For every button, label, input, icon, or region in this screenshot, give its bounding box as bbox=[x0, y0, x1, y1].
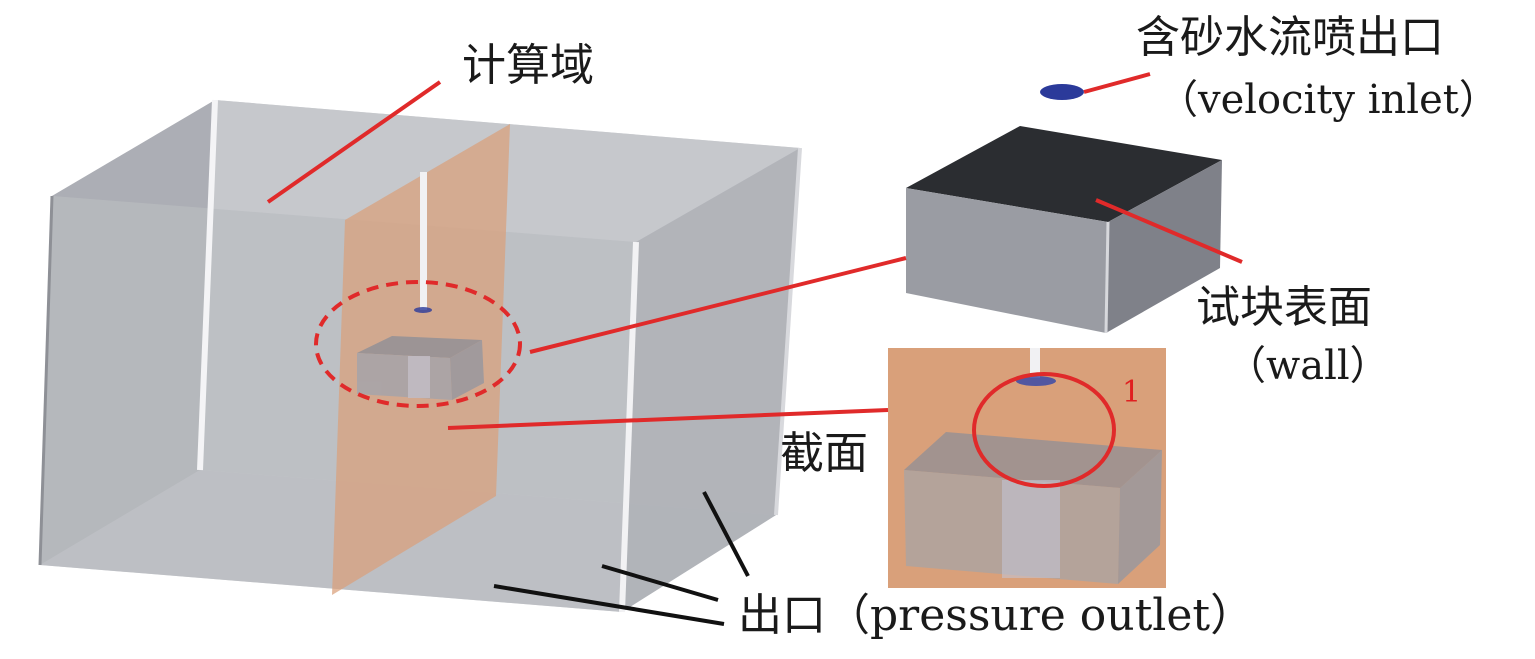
label-section: 截面 bbox=[780, 428, 868, 479]
label-inlet-cn: 含砂水流喷出口 bbox=[1136, 12, 1444, 63]
domain-right-face bbox=[622, 148, 800, 612]
domain-inlet-ellipse bbox=[414, 307, 432, 313]
domain-top-face bbox=[52, 100, 800, 242]
domain-test-block bbox=[357, 336, 484, 400]
leader-section bbox=[447, 408, 889, 430]
test-block-wall bbox=[906, 126, 1222, 334]
leader-circle-to-block bbox=[529, 256, 907, 354]
leader-outlet-mid bbox=[601, 564, 719, 602]
leader-domain bbox=[266, 80, 442, 204]
block-top-face bbox=[906, 126, 1222, 222]
label-computational-domain: 计算域 bbox=[462, 40, 594, 91]
leader-outlet-bottom bbox=[493, 584, 725, 626]
label-marker-1: 1 bbox=[1122, 375, 1142, 410]
inset-inlet-ellipse bbox=[1016, 376, 1056, 386]
section-detail-inset bbox=[888, 348, 1166, 588]
leader-wall bbox=[1095, 198, 1243, 264]
label-wall-cn: 试块表面 bbox=[1196, 282, 1372, 333]
velocity-inlet-ellipse bbox=[1040, 84, 1084, 100]
leader-lines bbox=[266, 72, 1243, 626]
label-inlet-en: （velocity inlet） bbox=[1158, 77, 1499, 123]
block-front-face bbox=[906, 188, 1108, 333]
leader-outlet-right bbox=[702, 491, 750, 577]
domain-nozzle-pipe bbox=[420, 172, 427, 310]
highlight-dashed-circle bbox=[314, 280, 522, 408]
inset-red-circle bbox=[972, 372, 1116, 488]
block-right-face bbox=[1106, 160, 1222, 333]
leader-inlet bbox=[1083, 72, 1151, 94]
label-outlet: 出口（pressure outlet） bbox=[738, 590, 1255, 641]
label-wall-en: （wall） bbox=[1226, 343, 1390, 389]
